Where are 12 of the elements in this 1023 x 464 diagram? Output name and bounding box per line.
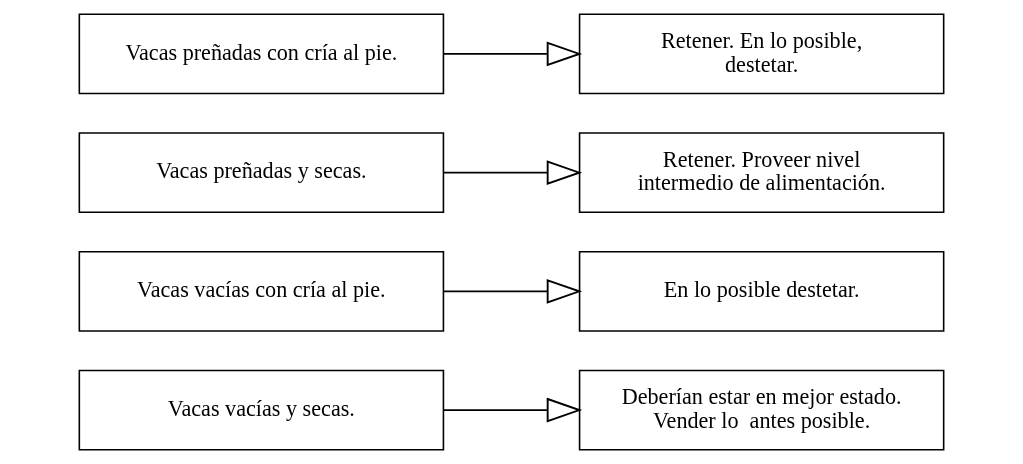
node-box: Retener. En lo posible, destetar. [578, 13, 945, 95]
arrow [442, 397, 583, 423]
node-box: Vacas vacías y secas. [78, 369, 445, 451]
node-box: En lo posible destetar. [578, 251, 945, 332]
arrow [442, 41, 583, 67]
node-box: Retener. Proveer nivel intermedio de alimentación. [578, 132, 945, 213]
node-box: Vacas vacías con cría al pie. [78, 251, 445, 332]
arrow [442, 278, 583, 304]
node-box: Deberían estar en mejor estado. Vender lo antes posible. [578, 369, 945, 451]
node-box: Vacas preñadas con cría al pie. [78, 13, 445, 95]
arrow [442, 160, 583, 186]
node-box: Vacas preñadas y secas. [78, 132, 445, 213]
